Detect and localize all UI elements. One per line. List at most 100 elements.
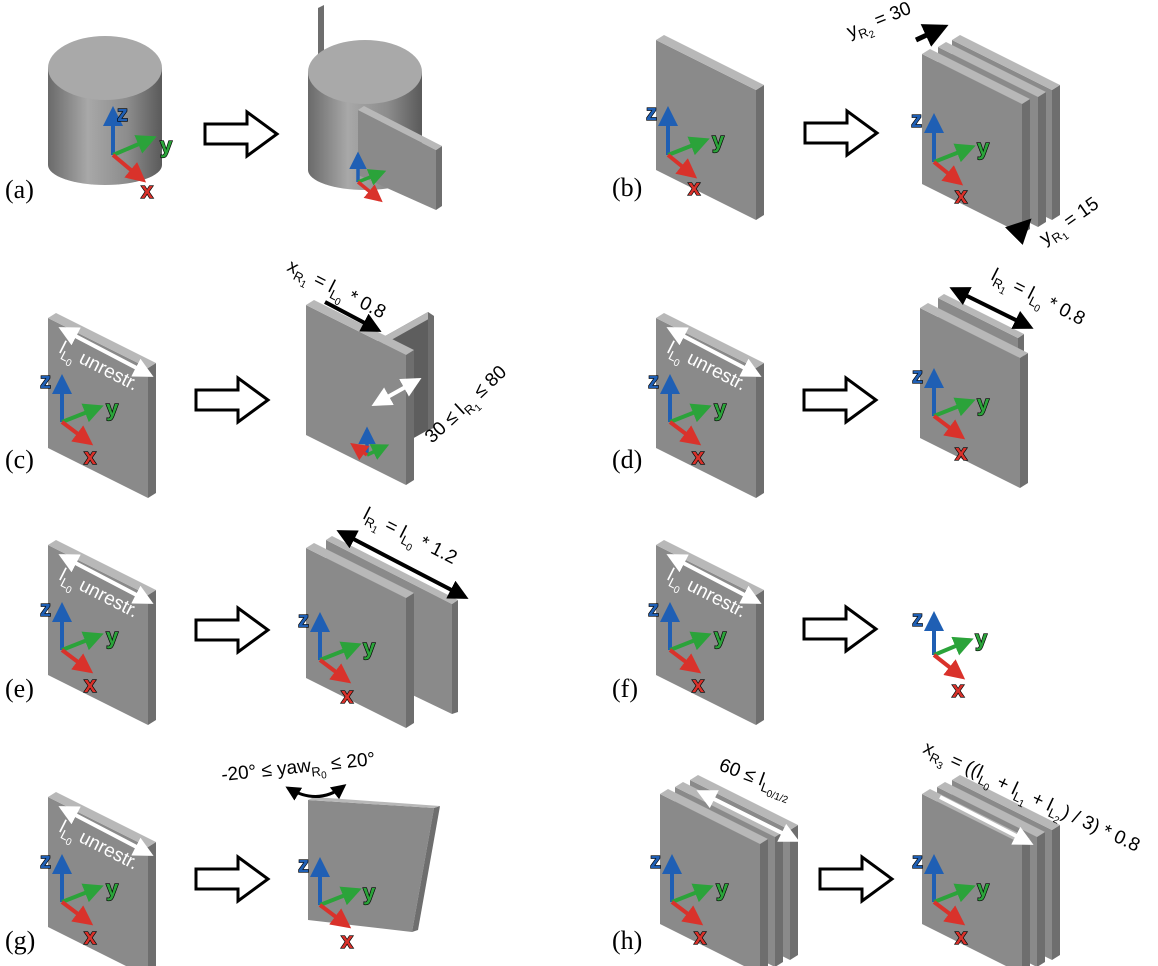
axis-label-y: y	[106, 624, 119, 649]
axis-label-x: x	[84, 924, 97, 949]
axis-triad: z y x	[39, 847, 119, 949]
axis-label-z: z	[117, 101, 128, 126]
axis-triad: z y x	[910, 106, 990, 208]
length-arrow	[58, 327, 154, 377]
transform-arrow	[203, 110, 279, 158]
yaw-arrow	[285, 784, 347, 801]
axis-triad: z y x	[297, 606, 376, 708]
panel-h: 60 ≤ lL0/1/2 z y x z y x xR3 = ((lL0 + l…	[612, 737, 1143, 966]
annotation-lR1: lR1 = lL0 * 0.8	[985, 265, 1088, 335]
axis-label-y: y	[363, 880, 376, 905]
axis-label-z: z	[40, 596, 51, 621]
panel-label-c: (c)	[5, 445, 34, 474]
panel-e: lL0 unrestr. z y x z y x lR1 = lL0 * 1.2…	[5, 504, 469, 728]
axis-label-z: z	[40, 368, 51, 393]
axis-label-x: x	[952, 677, 965, 702]
axis-label-x: x	[955, 924, 968, 949]
transform-arrow	[803, 109, 879, 157]
axis-label-z: z	[912, 848, 923, 873]
axis-label-x: x	[141, 178, 154, 203]
axis-triad: z y x	[911, 362, 990, 465]
axis-label-x: x	[688, 175, 701, 200]
length-arrow	[666, 327, 762, 377]
axis-label-z: z	[911, 107, 922, 132]
axis-label-z: z	[298, 852, 309, 877]
panel-label-f: (f)	[612, 674, 638, 703]
panel-label-d: (d)	[612, 445, 642, 474]
axis-label-y: y	[714, 624, 727, 649]
axis-label-z: z	[646, 100, 657, 125]
length-arrow	[666, 554, 762, 604]
axis-triad: z y x	[645, 99, 725, 200]
transform-arrow	[194, 606, 270, 654]
axis-triad: z y x	[39, 367, 119, 469]
length-arrow	[58, 806, 154, 856]
annotation-yR2: yR2 = 30	[844, 0, 916, 48]
axis-label-y: y	[712, 128, 725, 153]
axis-label-y: y	[106, 396, 119, 421]
transform-arrow	[194, 855, 270, 903]
cylinder-shape	[48, 36, 162, 185]
panel-label-a: (a)	[5, 175, 34, 204]
axis-label-z: z	[298, 607, 309, 632]
transform-arrow	[802, 376, 878, 424]
axis-label-y: y	[363, 635, 376, 660]
axis-label-y: y	[977, 135, 990, 160]
panel-label-e: (e)	[5, 674, 34, 703]
panel-a: z y x (a)	[5, 5, 442, 210]
length-arrow-r1	[949, 287, 1034, 329]
panel-f: lL0 unrestr. z y x z y x (f)	[612, 540, 989, 725]
panel-b: z y x z y x yR2 = 30 yR1 = 15 (b)	[612, 0, 1103, 249]
axis-label-z: z	[40, 848, 51, 873]
panel-label-h: (h)	[612, 926, 642, 955]
axis-label-y: y	[106, 876, 119, 901]
axis-label-z: z	[648, 368, 659, 393]
range-arrow	[371, 378, 422, 406]
length-arrow-r1	[336, 530, 469, 599]
yawed-plate: z y x	[297, 797, 440, 954]
length-arrow	[696, 790, 800, 842]
axis-label-x: x	[341, 928, 354, 953]
cylinder-with-plates	[308, 5, 442, 210]
panel-label-b: (b)	[612, 173, 642, 202]
axis-triad: z y x	[39, 595, 119, 697]
axis-label-y: y	[977, 391, 990, 416]
axis-label-x: x	[692, 672, 705, 697]
axis-label-x: x	[341, 683, 354, 708]
transform-arrow	[194, 376, 270, 424]
axis-triad: z y x	[649, 847, 729, 949]
annotation-lR1-range: 30 ≤ lR1 ≤ 80	[421, 362, 515, 452]
axis-triad: z y x	[103, 100, 174, 204]
annotation-yaw: -20° ≤ yawR0 ≤ 20°	[220, 749, 376, 792]
axis-label-y: y	[714, 396, 727, 421]
axis-label-x: x	[84, 672, 97, 697]
panel-d: lL0 unrestr. z y x z y x lR1 = lL0 * 0.8…	[612, 265, 1088, 498]
panel-c: lL0 unrestr. z y x xR1 = lL0 * 0.8 30 ≤ …	[5, 256, 515, 498]
axis-triad: z y x	[647, 595, 727, 697]
axis-label-z: z	[912, 606, 923, 631]
axis-label-y: y	[160, 133, 173, 158]
position-arrow	[324, 300, 382, 332]
position-arrow	[939, 795, 1034, 845]
axis-label-x: x	[955, 183, 968, 208]
offset-arrow-r2	[914, 24, 949, 47]
axis-label-x: x	[84, 444, 97, 469]
source-plate	[656, 35, 764, 220]
transform-arrow	[802, 605, 878, 653]
offset-arrow-r1	[1005, 218, 1032, 245]
axis-label-y: y	[975, 626, 988, 651]
axis-triad: z y x	[911, 847, 990, 949]
panel-label-g: (g)	[5, 926, 35, 955]
axis-triad-only: z y x	[911, 605, 988, 702]
length-arrow	[58, 554, 154, 604]
axis-triad: z y x	[647, 367, 727, 469]
axis-label-z: z	[648, 596, 659, 621]
axis-label-y: y	[977, 876, 990, 901]
axis-label-x: x	[692, 444, 705, 469]
panel-g: lL0 unrestr. z y x z y x -20° ≤ yawR0 ≤ …	[5, 749, 440, 966]
transform-arrow	[818, 855, 894, 903]
axis-label-z: z	[650, 848, 661, 873]
axis-label-x: x	[694, 924, 707, 949]
axis-label-x: x	[955, 440, 968, 465]
